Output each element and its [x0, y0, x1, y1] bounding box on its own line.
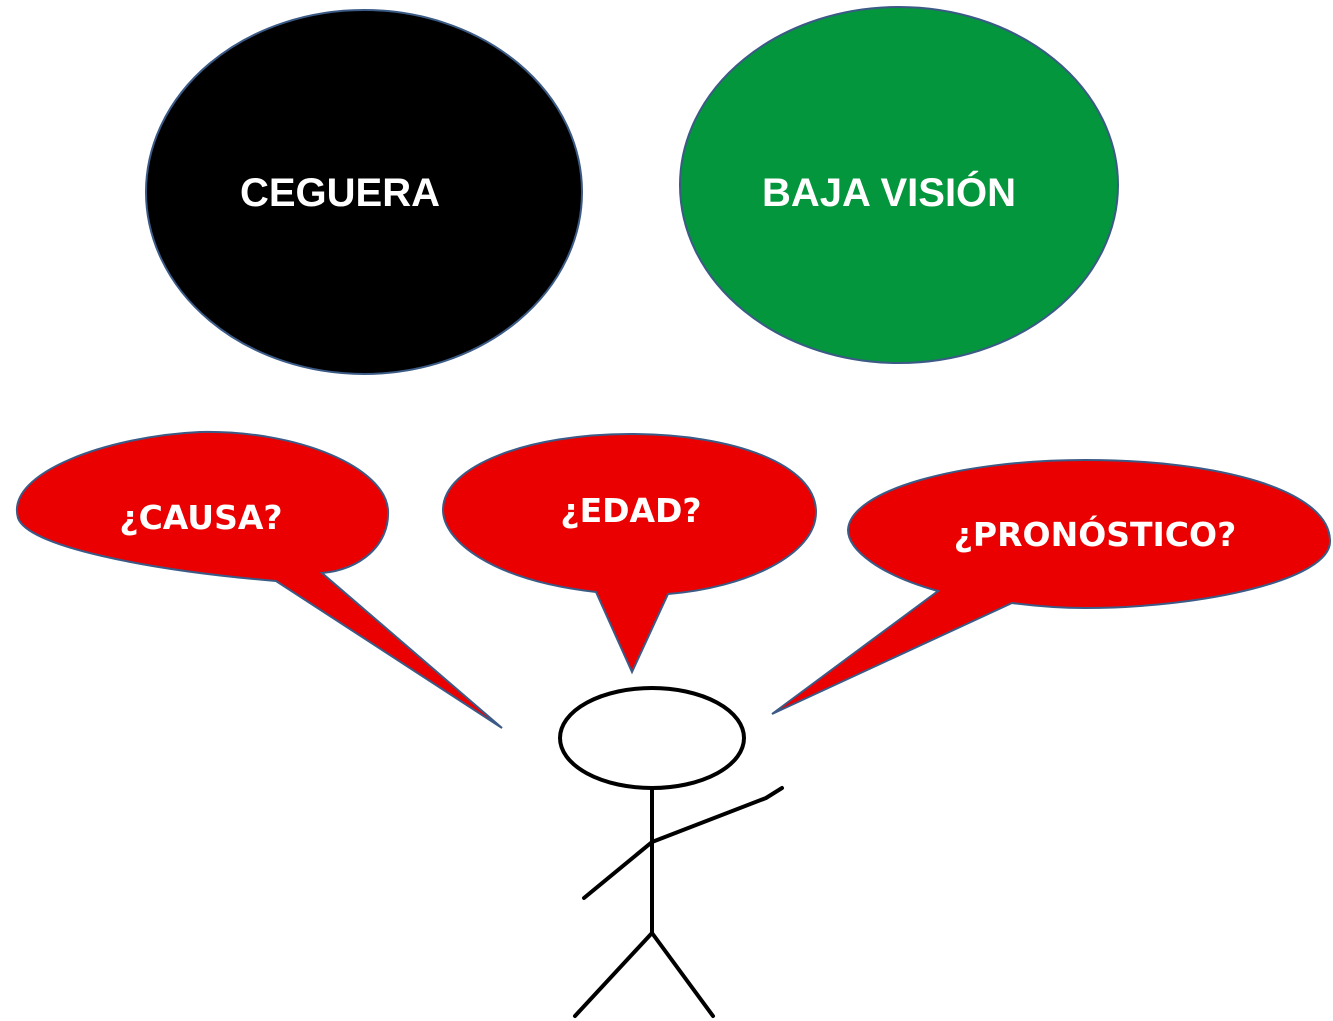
- speech-bubble-pronostico-shape: [771, 458, 1332, 715]
- baja-vision-circle-shape: [679, 6, 1119, 364]
- pronostico-label: ¿PRONÓSTICO?: [954, 514, 1236, 554]
- speech-bubble-edad: ¿EDAD?: [441, 432, 818, 675]
- stick-figure-lower-arm: [582, 840, 654, 900]
- baja-vision-label: BAJA VISIÓN: [762, 169, 1016, 215]
- speech-bubble-causa-shape: [15, 430, 503, 729]
- ceguera-label: CEGUERA: [240, 171, 440, 215]
- speech-bubble-pronostico: ¿PRONÓSTICO?: [771, 458, 1332, 715]
- stick-figure-raised-arm: [650, 786, 784, 844]
- speech-bubble-edad-shape: [441, 432, 818, 675]
- baja-vision-circle: BAJA VISIÓN: [679, 6, 1119, 364]
- stick-figure-left-leg: [573, 931, 654, 1018]
- speech-bubble-causa: ¿CAUSA?: [15, 430, 503, 729]
- edad-label: ¿EDAD?: [560, 491, 701, 530]
- stick-figure-icon: [558, 686, 784, 1018]
- ceguera-circle: CEGUERA: [145, 9, 583, 375]
- stick-figure-head: [558, 686, 746, 790]
- causa-label: ¿CAUSA?: [119, 498, 282, 537]
- stick-figure-right-leg: [650, 931, 715, 1018]
- ceguera-circle-shape: [145, 9, 583, 375]
